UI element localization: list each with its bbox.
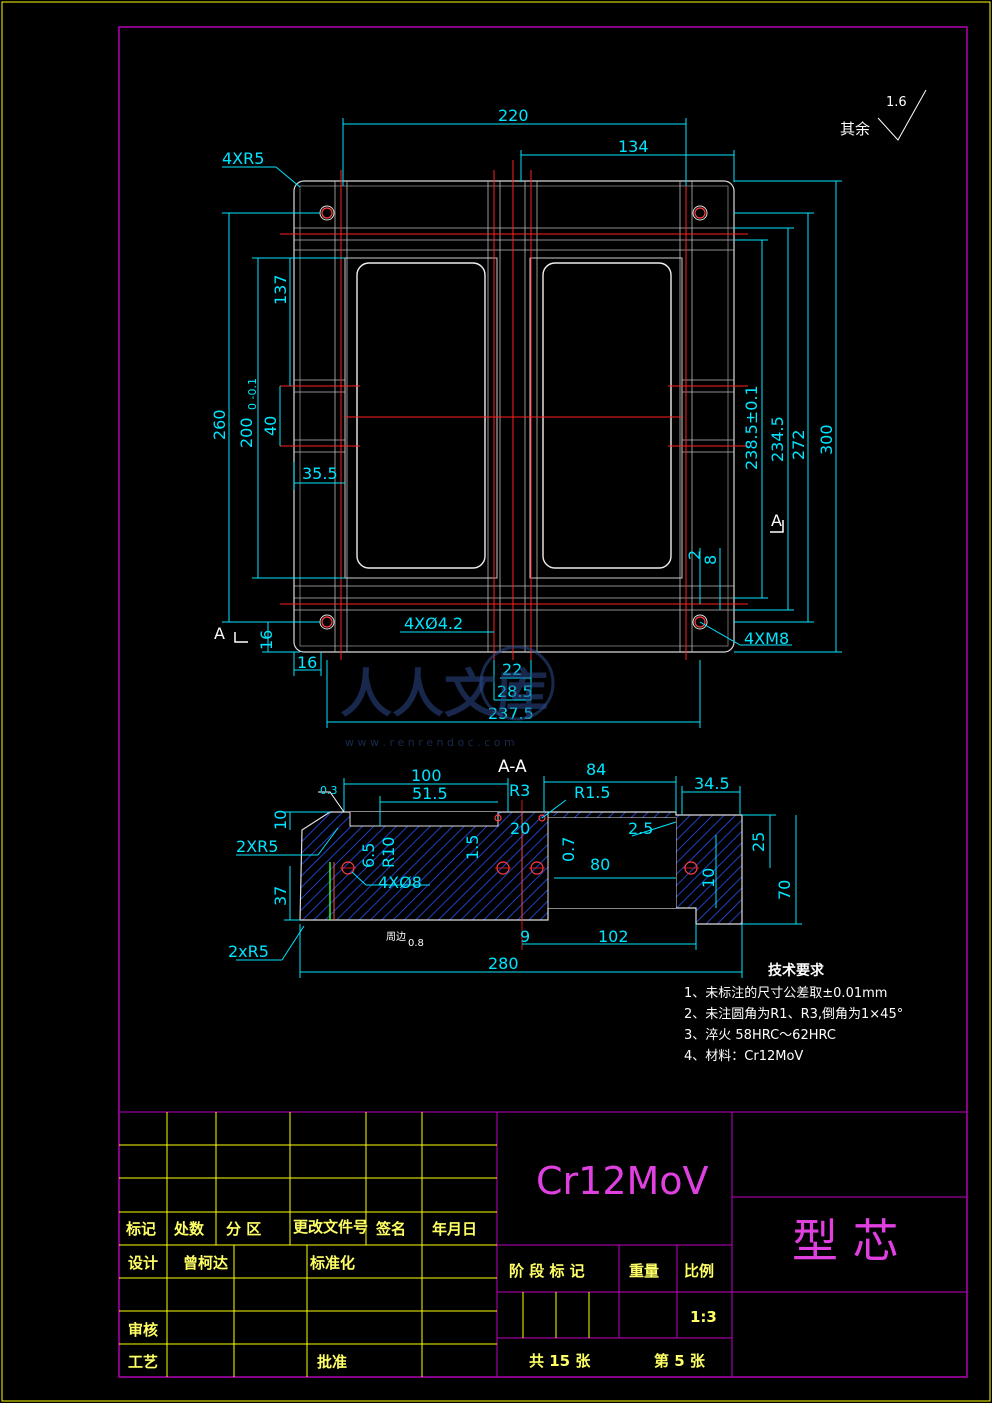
dim-4xr5: 4XR5	[222, 149, 264, 168]
total-sheets: 共 15 张	[529, 1352, 591, 1370]
roughness-value: 1.6	[886, 95, 907, 110]
left-cavity	[356, 262, 486, 569]
tech-title: 技术要求	[768, 962, 825, 979]
roughness-label: 其余	[840, 120, 870, 138]
section-title: A-A	[498, 757, 527, 777]
dim-100: 100	[411, 766, 442, 785]
dim-70: 70	[775, 880, 794, 900]
dim-34-5: 34.5	[694, 774, 730, 793]
dim-9: 9	[520, 927, 530, 946]
dim-134: 134	[618, 137, 649, 156]
approve-label: 批准	[317, 1353, 347, 1371]
process-label: 工艺	[128, 1353, 158, 1371]
dim-200-tol: 0 -0.1	[246, 378, 259, 410]
watermark-url: w w w . r e n r e n d o c . c o m	[345, 736, 515, 749]
section-mark-right: A	[771, 511, 782, 530]
dim-6-5: 6.5	[359, 843, 378, 868]
roughness-symbol: 其余 1.6	[840, 89, 927, 141]
hdr-mark: 标记	[125, 1220, 156, 1238]
dim-16-vertical: 16	[257, 630, 276, 650]
dim-20: 20	[510, 819, 530, 838]
dim-8: 8	[701, 555, 720, 565]
tech-item-2: 2、未注圆角为R1、R3,倒角为1×45°	[684, 1007, 903, 1022]
dim-137: 137	[271, 274, 290, 305]
dim-200: 200	[237, 417, 256, 448]
review-label: 审核	[128, 1321, 158, 1339]
dim-2-5: 2.5	[628, 819, 653, 838]
watermark-text: 人人文库	[340, 665, 548, 725]
roughness-0-8: 0.8	[408, 938, 424, 949]
dim-40: 40	[261, 416, 280, 436]
dim-2xr5-top: 2XR5	[236, 837, 278, 856]
dim-10-lower: 10	[699, 868, 718, 888]
right-pocket-frame	[529, 257, 683, 579]
section-view: A-A	[228, 757, 802, 978]
edge-note: 周边	[386, 931, 406, 943]
weight-label: 重量	[629, 1262, 659, 1280]
hdr-date: 年月日	[432, 1220, 477, 1238]
drawing-frame	[118, 26, 968, 1378]
hdr-zone: 分 区	[226, 1220, 261, 1238]
tech-item-4: 4、材料：Cr12MoV	[684, 1049, 803, 1064]
watermark: 人人文库 w w w . r e n r e n d o c . c o m	[340, 645, 555, 749]
dim-1-5: 1.5	[463, 835, 482, 860]
dim-300: 300	[817, 424, 836, 455]
dim-80: 80	[590, 855, 610, 874]
section-mark-left: A	[214, 624, 225, 643]
dim-51-5: 51.5	[412, 784, 448, 803]
dim-2xr5-bottom: 2xR5	[228, 942, 269, 961]
designer-name: 曾柯达	[183, 1254, 228, 1272]
dim-238-5: 238.5±0.1	[742, 385, 761, 470]
dim-4xm8: 4XM8	[744, 629, 789, 648]
plate-outline	[293, 180, 735, 653]
scale-value: 1:3	[690, 1308, 717, 1326]
dim-234-5: 234.5	[768, 416, 787, 462]
design-label: 设计	[128, 1254, 158, 1272]
title-block	[119, 1111, 967, 1377]
tech-item-3: 3、淬火 58HRC～62HRC	[684, 1028, 836, 1043]
hdr-count: 处数	[173, 1220, 205, 1238]
dim-102: 102	[598, 927, 629, 946]
material-name: Cr12MoV	[536, 1159, 709, 1203]
dim-0-7: 0.7	[559, 837, 578, 862]
dim-25: 25	[749, 832, 768, 852]
top-view: 220 134 4XR5 260 200 0 -0.1 137 40 35.5 …	[210, 106, 842, 728]
title-grid	[119, 1112, 590, 1377]
dim-r1-5: R1.5	[574, 783, 611, 802]
hdr-signature: 签名	[375, 1220, 406, 1238]
dim-10: 10	[271, 810, 290, 830]
dim-4x-hole-8: 4XØ8	[378, 873, 422, 892]
dim-16-horizontal: 16	[297, 653, 317, 672]
tech-requirements: 技术要求 1、未标注的尺寸公差取±0.01mm 2、未注圆角为R1、R3,倒角为…	[684, 962, 903, 1064]
dim-280: 280	[488, 954, 519, 973]
standardize-label: 标准化	[309, 1254, 355, 1272]
sheet-number: 第 5 张	[654, 1352, 706, 1370]
dim-272: 272	[789, 429, 808, 460]
dim-r10: R10	[379, 837, 398, 868]
part-name: 型 芯	[792, 1214, 899, 1268]
dim-220: 220	[498, 106, 529, 125]
left-pocket-frame	[344, 257, 498, 579]
dim-35-5: 35.5	[302, 464, 338, 483]
dim-22: 22	[502, 660, 522, 679]
dim-84: 84	[586, 760, 606, 779]
stage-label: 阶 段 标 记	[509, 1262, 585, 1280]
dim-0-3: 0.3	[320, 784, 338, 797]
dim-4x-hole-4-2: 4XØ4.2	[404, 614, 463, 633]
dim-260: 260	[210, 409, 229, 440]
dim-28-5: 28.5	[497, 682, 533, 701]
dim-2: 2	[685, 550, 704, 560]
right-cavity	[542, 262, 672, 569]
dim-r3: R3	[509, 781, 530, 800]
scale-label: 比例	[684, 1262, 714, 1280]
dim-37: 37	[271, 886, 290, 906]
tech-item-1: 1、未标注的尺寸公差取±0.01mm	[684, 985, 887, 1001]
hdr-change-doc: 更改文件号	[293, 1218, 368, 1236]
